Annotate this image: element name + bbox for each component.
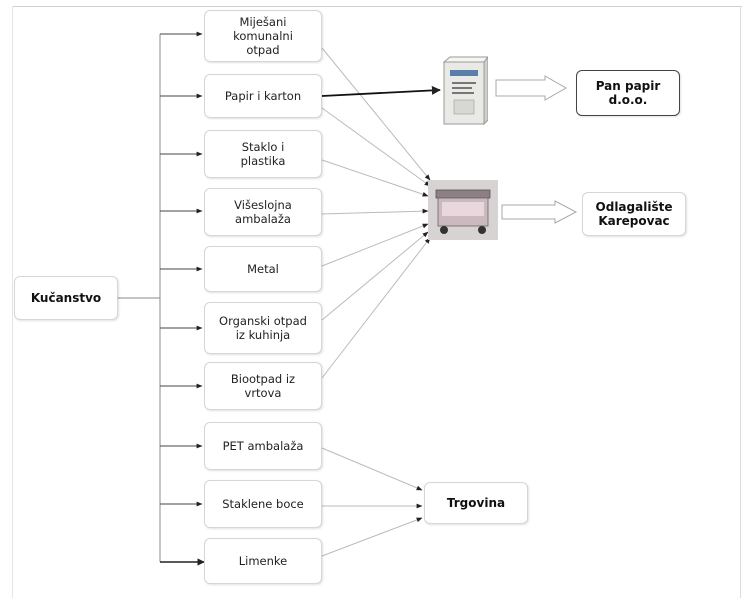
hollow-arrow-to-pan-papir [495,75,568,101]
flow-papir-container [321,85,441,97]
flow-staklo-bin [321,159,429,197]
waste-type-papir: Papir i karton [204,74,322,118]
hollow-arrow-to-odlagaliste [501,200,578,224]
flow-organski-bin [321,231,429,321]
waste-type-limenke: Limenke [204,538,322,584]
flow-papir-bin [321,107,431,187]
waste-bin-icon [428,180,498,240]
flow-mjesani-bin [321,47,431,181]
destination-trgovina: Trgovina [424,482,528,524]
waste-type-viseslojna: Višeslojna ambalaža [204,188,322,236]
flow-pet-trgovina [321,447,423,491]
source-kucanstvo: Kučanstvo [14,276,118,320]
waste-type-staklo: Staklo i plastika [204,130,322,178]
flow-biootpad-bin [321,237,431,379]
frame-right-border [740,6,741,598]
waste-type-metal: Metal [204,246,322,292]
waste-type-mjesani: Miješani komunalni otpad [204,10,322,62]
waste-type-organski: Organski otpad iz kuhinja [204,302,322,354]
waste-type-pet: PET ambalaža [204,422,322,470]
frame-top-border [12,6,742,7]
destination-pan-papir: Pan papir d.o.o. [576,70,680,116]
waste-type-biootpad: Biootpad iz vrtova [204,362,322,410]
waste-type-staklene: Staklene boce [204,480,322,528]
paper-collection-container-icon [442,55,490,126]
flow-metal-bin [321,223,429,267]
destination-odlagaliste: Odlagalište Karepovac [582,192,686,236]
frame-left-border [12,6,13,598]
flow-viseslojna-bin [321,208,429,215]
flow-limenke-trgovina [321,517,423,557]
